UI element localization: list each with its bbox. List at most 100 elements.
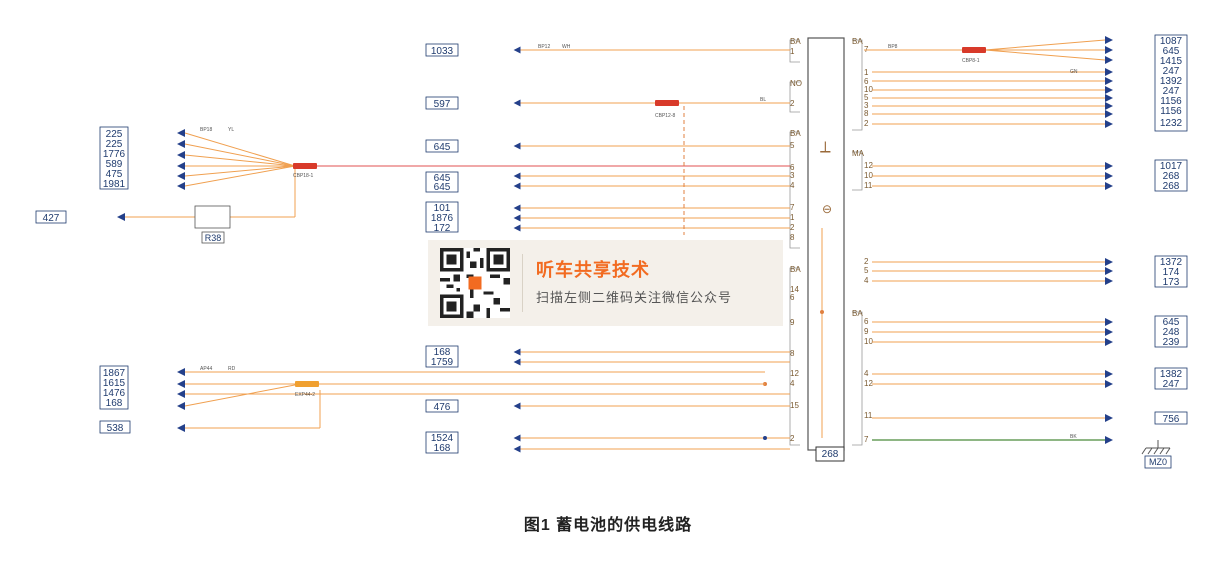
watermark-title: 听车共享技术 — [536, 260, 650, 280]
wechat-watermark: 听车共享技术 扫描左侧二维码关注微信公众号 — [428, 240, 783, 326]
svg-text:1524: 1524 — [431, 433, 454, 444]
svg-text:268: 268 — [1163, 171, 1180, 182]
svg-text:6: 6 — [864, 77, 869, 86]
splice-label: EXP44-2 — [295, 392, 315, 398]
svg-text:174: 174 — [1163, 267, 1180, 278]
ground-label: MZ0 — [1149, 457, 1167, 467]
connector-label: BA — [790, 129, 801, 138]
svg-text:476: 476 — [434, 402, 451, 413]
svg-text:168: 168 — [434, 347, 451, 358]
left-arrows — [117, 129, 185, 432]
svg-text:645: 645 — [434, 182, 451, 193]
svg-text:645: 645 — [434, 142, 451, 153]
svg-text:247: 247 — [1163, 86, 1180, 97]
svg-text:2: 2 — [790, 434, 795, 443]
svg-text:1156: 1156 — [1160, 96, 1182, 107]
middle-wires — [513, 46, 790, 453]
svg-text:1: 1 — [864, 68, 869, 77]
svg-text:9: 9 — [864, 327, 869, 336]
wire-label: RD — [228, 366, 236, 372]
svg-text:10: 10 — [864, 337, 873, 346]
svg-text:4: 4 — [864, 276, 869, 285]
svg-text:7: 7 — [790, 203, 795, 212]
figure-caption: 图1 蓄电池的供电线路 — [523, 517, 693, 534]
svg-text:1017: 1017 — [1160, 161, 1183, 172]
svg-text:4: 4 — [864, 369, 869, 378]
svg-text:6: 6 — [790, 163, 795, 172]
wire-label: BP8 — [888, 44, 898, 50]
svg-text:1867: 1867 — [103, 368, 126, 379]
svg-text:11: 11 — [864, 411, 873, 420]
ground-icon — [1141, 440, 1171, 455]
svg-text:6: 6 — [864, 317, 869, 326]
svg-text:645: 645 — [434, 173, 451, 184]
svg-text:589: 589 — [106, 159, 123, 170]
svg-text:1382: 1382 — [1160, 369, 1183, 380]
svg-text:172: 172 — [434, 223, 451, 234]
splice-label: CBP8-1 — [962, 58, 980, 64]
qr-code-icon — [440, 248, 510, 318]
svg-text:1392: 1392 — [1160, 76, 1183, 87]
svg-text:11: 11 — [864, 181, 873, 190]
wire-label: BP12 — [538, 44, 550, 50]
switch-symbol-2: ⊖ — [822, 202, 832, 216]
svg-text:4: 4 — [790, 181, 795, 190]
wire-label: AP44 — [200, 366, 212, 372]
svg-text:247: 247 — [1163, 379, 1180, 390]
wire-label: BL — [760, 97, 766, 103]
svg-text:4: 4 — [790, 379, 795, 388]
svg-text:225: 225 — [106, 129, 123, 140]
svg-text:1876: 1876 — [431, 213, 454, 224]
svg-text:12: 12 — [864, 161, 873, 170]
splice-bars — [293, 47, 986, 387]
svg-text:7: 7 — [864, 435, 869, 444]
svg-text:10: 10 — [864, 85, 873, 94]
svg-text:168: 168 — [106, 398, 123, 409]
wire-label: WH — [562, 44, 571, 50]
svg-text:1: 1 — [790, 47, 795, 56]
svg-text:427: 427 — [43, 213, 60, 224]
component-268-label-box — [815, 446, 845, 462]
component-268-label: 268 — [822, 449, 839, 460]
svg-text:8: 8 — [864, 109, 869, 118]
svg-text:247: 247 — [1163, 66, 1180, 77]
svg-text:1615: 1615 — [103, 378, 126, 389]
svg-text:168: 168 — [434, 443, 451, 454]
wire-label: BP18 — [200, 127, 212, 133]
svg-text:645: 645 — [1163, 46, 1180, 57]
svg-text:1232: 1232 — [1160, 118, 1183, 129]
svg-text:1415: 1415 — [1160, 56, 1183, 67]
svg-text:2: 2 — [864, 119, 869, 128]
left-wires — [125, 132, 790, 429]
svg-text:15: 15 — [790, 401, 799, 410]
watermark-subtitle: 扫描左侧二维码关注微信公众号 — [536, 290, 733, 305]
svg-text:1372: 1372 — [1160, 257, 1183, 268]
svg-text:538: 538 — [107, 423, 124, 434]
svg-text:1087: 1087 — [1160, 36, 1183, 47]
svg-text:2: 2 — [790, 223, 795, 232]
svg-text:597: 597 — [434, 99, 451, 110]
svg-text:1476: 1476 — [103, 388, 126, 399]
svg-text:101: 101 — [434, 203, 451, 214]
svg-text:14: 14 — [790, 285, 799, 294]
svg-text:1: 1 — [790, 213, 795, 222]
wire-label: BK — [1070, 434, 1077, 440]
svg-text:9: 9 — [790, 318, 795, 327]
svg-text:2: 2 — [864, 257, 869, 266]
left-connector-blocks — [789, 39, 863, 446]
svg-text:1759: 1759 — [431, 357, 454, 368]
svg-text:6: 6 — [790, 293, 795, 302]
junction-dot — [820, 310, 824, 314]
svg-text:3: 3 — [790, 171, 795, 180]
connector-label: MA — [852, 149, 865, 158]
right-wires — [864, 39, 1106, 419]
left-refs: 225 225 1776 589 475 1981 1867 1615 1476… — [35, 126, 131, 434]
relay-r38 — [194, 205, 231, 244]
svg-text:248: 248 — [1163, 327, 1180, 338]
svg-text:225: 225 — [106, 139, 123, 150]
svg-text:1981: 1981 — [103, 179, 126, 190]
connector-label: BA — [790, 37, 801, 46]
svg-text:2: 2 — [790, 99, 795, 108]
